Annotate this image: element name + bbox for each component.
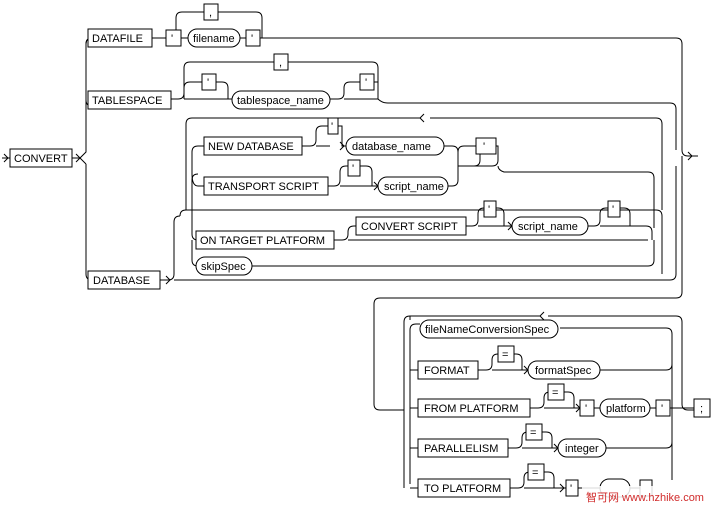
svg-text:': ' [488, 204, 490, 216]
svg-text:NEW DATABASE: NEW DATABASE [208, 141, 294, 153]
equals-terminal: = [547, 383, 565, 401]
keyword-convert: CONVERT [9, 148, 73, 168]
comma-terminal: , [203, 3, 219, 21]
svg-text:': ' [483, 141, 485, 153]
keyword-transport-script: TRANSPORT SCRIPT [203, 176, 329, 196]
svg-text:': ' [171, 33, 173, 45]
svg-text:ON TARGET PLATFORM: ON TARGET PLATFORM [200, 235, 325, 247]
arrow-icon [75, 153, 81, 163]
semicolon-terminal: ; [693, 398, 711, 418]
svg-text:DATAFILE: DATAFILE [92, 33, 143, 45]
arrow-icon [339, 141, 345, 151]
svg-text:': ' [570, 483, 572, 495]
quote-terminal: ' [201, 73, 217, 91]
quote-terminal: ' [483, 200, 497, 218]
svg-text:skipSpec: skipSpec [201, 261, 246, 273]
svg-text:TRANSPORT SCRIPT: TRANSPORT SCRIPT [208, 181, 319, 193]
quote-terminal: ' [579, 399, 595, 417]
equals-terminal: = [497, 345, 515, 363]
keyword-on-target-platform: ON TARGET PLATFORM [195, 230, 335, 250]
keyword-format: FORMAT [417, 360, 479, 380]
svg-text:PARALLELISM: PARALLELISM [424, 443, 498, 455]
quote-terminal: ' [565, 479, 579, 497]
watermark-text: 智可网 www.hzhike.com [586, 490, 704, 504]
keyword-from-platform: FROM PLATFORM [417, 398, 531, 418]
arrow-icon [559, 483, 565, 493]
svg-text:database_name: database_name [352, 141, 431, 153]
svg-text:': ' [207, 77, 209, 89]
nonterminal-script-name: script_name [377, 176, 449, 196]
quote-terminal: ' [475, 137, 497, 155]
svg-text:': ' [661, 403, 663, 415]
nonterminal-database-name: database_name [345, 136, 445, 156]
svg-text:script_name: script_name [384, 181, 444, 193]
quote-terminal: ' [327, 117, 339, 135]
quote-terminal: ' [347, 159, 361, 177]
svg-text:=: = [502, 349, 508, 361]
comma-terminal: , [273, 53, 289, 71]
svg-text:,: , [209, 7, 212, 19]
svg-text:': ' [251, 33, 253, 45]
keyword-parallelism: PARALLELISM [417, 438, 509, 458]
arrow-icon [165, 275, 171, 285]
nonterminal-tablespace-name: tablespace_name [231, 90, 331, 110]
svg-text:': ' [352, 163, 354, 175]
quote-terminal: ' [607, 200, 621, 218]
arrow-icon [419, 113, 425, 123]
svg-text:CONVERT SCRIPT: CONVERT SCRIPT [361, 221, 458, 233]
keyword-new-database: NEW DATABASE [203, 136, 303, 156]
svg-text:integer: integer [565, 443, 599, 455]
svg-text:=: = [552, 387, 558, 399]
nonterminal-filenameconversionspec: fileNameConversionSpec [419, 319, 559, 339]
nonterminal-skipspec: skipSpec [195, 256, 253, 276]
arrow-icon [539, 311, 545, 321]
watermark: 智可网 www.hzhike.com [582, 486, 720, 508]
keyword-convert-script: CONVERT SCRIPT [355, 216, 467, 236]
svg-text:DATABASE: DATABASE [93, 275, 150, 287]
keyword-database: DATABASE [87, 270, 161, 290]
equals-terminal: = [527, 463, 545, 481]
arrow-icon [3, 153, 9, 163]
svg-text:TABLESPACE: TABLESPACE [92, 95, 163, 107]
svg-text:': ' [365, 77, 367, 89]
svg-text:fileNameConversionSpec: fileNameConversionSpec [425, 324, 550, 336]
nonterminal-integer: integer [557, 438, 607, 458]
svg-text:FORMAT: FORMAT [424, 365, 470, 377]
svg-text:': ' [331, 121, 333, 133]
svg-text:,: , [279, 57, 282, 69]
svg-text:platform: platform [606, 403, 646, 415]
arrow-icon [687, 151, 693, 161]
svg-text:': ' [585, 403, 587, 415]
direction-arrows [3, 95, 693, 493]
nonterminal-filename: filename [187, 28, 241, 48]
quote-terminal: ' [655, 399, 671, 417]
nonterminal-script-name: script_name [511, 216, 589, 236]
svg-text:': ' [612, 204, 614, 216]
svg-text:=: = [532, 467, 538, 479]
quote-terminal: ' [245, 29, 261, 47]
nonterminal-formatspec: formatSpec [527, 360, 601, 380]
svg-text:FROM PLATFORM: FROM PLATFORM [424, 403, 519, 415]
svg-text:script_name: script_name [518, 221, 578, 233]
svg-text:TO PLATFORM: TO PLATFORM [424, 483, 501, 495]
keyword-datafile: DATAFILE [87, 28, 153, 48]
nonterminal-platform: platform [599, 398, 651, 418]
keyword-to-platform: TO PLATFORM [417, 478, 511, 498]
svg-text:=: = [530, 427, 536, 439]
quote-terminal: ' [165, 29, 182, 47]
svg-text:;: ; [700, 403, 703, 415]
svg-text:tablespace_name: tablespace_name [237, 95, 324, 107]
keyword-tablespace: TABLESPACE [87, 90, 172, 110]
svg-text:filename: filename [193, 33, 235, 45]
svg-text:CONVERT: CONVERT [14, 153, 68, 165]
connector-lines [2, 11, 698, 411]
equals-terminal: = [525, 423, 543, 441]
svg-text:formatSpec: formatSpec [535, 365, 592, 377]
quote-terminal: ' [359, 73, 375, 91]
